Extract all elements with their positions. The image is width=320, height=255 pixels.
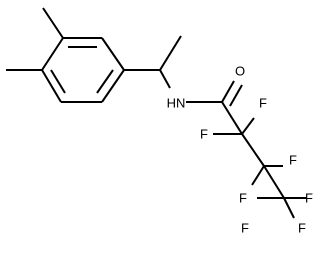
atom-label-f7: F (298, 221, 306, 236)
ring-double-bond-inner-2 (50, 69, 66, 94)
atom-label-f6: F (305, 191, 313, 206)
ring-double-bond-inner-1 (96, 69, 114, 94)
carbonyl-double-bond-2 (229, 84, 243, 107)
bond-c3-f-down (251, 165, 265, 186)
atom-label-f5: F (241, 221, 249, 236)
atom-label-nh: HN (167, 96, 186, 111)
bond-c3-c4 (263, 165, 285, 199)
bond-ch-methyl (159, 35, 182, 71)
ring-bond-c4-c5 (41, 37, 64, 71)
bond-ch-n (159, 69, 171, 89)
bond-c2-c3 (241, 133, 265, 167)
bond-c4-f-down (283, 197, 295, 219)
ring-bond-c6-c1 (101, 37, 125, 71)
atom-label-f1: F (259, 96, 267, 111)
atom-label-f4: F (239, 191, 247, 206)
ring-bond-c3-c4 (41, 69, 62, 103)
carbonyl-double-bond-1 (221, 80, 235, 103)
atom-label-f2: F (200, 127, 208, 142)
bond-c1-c2 (221, 101, 243, 135)
ring-bond-c1-c2 (101, 69, 125, 103)
benzene-ring (41, 37, 125, 103)
atom-label-f3: F (289, 153, 297, 168)
atom-label-o: O (235, 64, 245, 79)
methyl-bond-3 (42, 7, 64, 39)
bond-c2-f-up (241, 117, 255, 135)
